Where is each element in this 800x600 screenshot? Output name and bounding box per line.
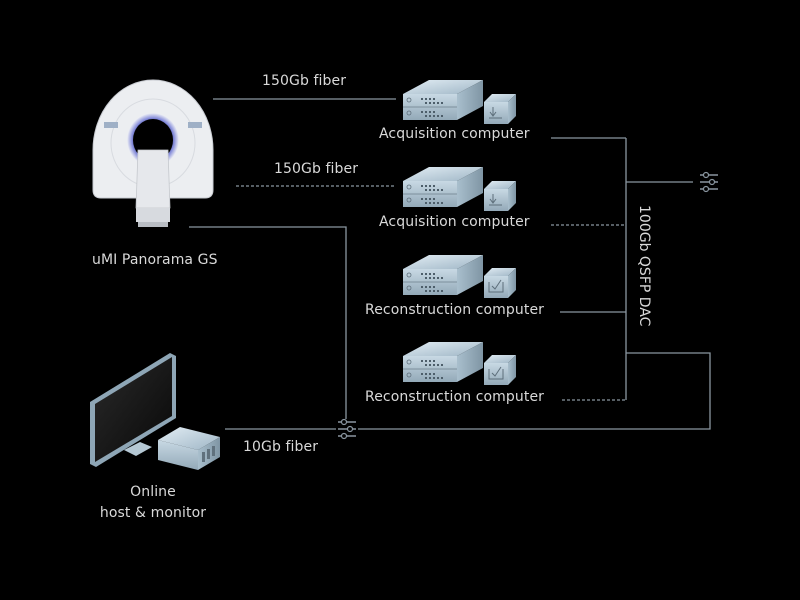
download-box-icon [484,181,516,211]
server-icon [402,254,484,296]
server-icon [402,166,484,208]
node-label-host-line2: host & monitor [99,505,207,521]
node-label-rec1: Reconstruction computer [365,302,545,318]
link-bus-switch-bottom [358,352,711,430]
node-label-rec2: Reconstruction computer [365,389,545,405]
node-label-scanner: uMI Panorama GS [92,252,218,268]
server-icon [402,341,484,383]
download-box-icon [484,94,516,124]
bus-label: 100Gb QSFP DAC [636,205,652,327]
node-label-acq1: Acquisition computer [379,126,530,142]
network-switch-icon [699,171,719,193]
reconstruct-box-icon [484,355,516,385]
link-scanner-switch [189,226,347,419]
reconstruct-box-icon [484,268,516,298]
host-box-icon [158,427,220,470]
monitor-icon [90,353,176,467]
link-label-scanner-acq1: 150Gb fiber [262,73,347,89]
server-icon [402,79,484,121]
ct-scanner-icon [92,79,214,227]
link-label-host-switch: 10Gb fiber [243,439,319,455]
network-switch-icon [337,418,357,440]
node-label-acq2: Acquisition computer [379,214,530,230]
link-label-scanner-acq2: 150Gb fiber [274,161,359,177]
node-label-host-line1: Online [130,484,176,500]
